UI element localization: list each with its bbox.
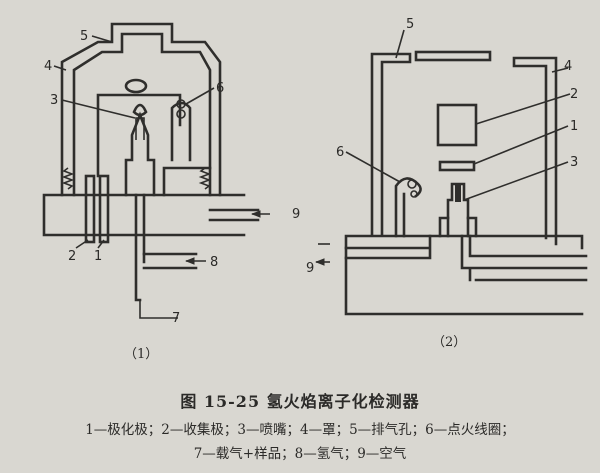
callout-5-2: 5 — [406, 17, 414, 32]
hood-1 — [60, 22, 222, 197]
callout-3-2: 3 — [570, 155, 578, 170]
lead-7 — [139, 300, 178, 319]
callout-9-2: 9 — [306, 261, 314, 276]
gas-tube-1 — [134, 193, 146, 302]
sub-label-1: （1） — [124, 347, 158, 362]
housing-1 — [162, 166, 212, 197]
gas-lines-2 — [460, 234, 588, 282]
callout-1: 1 — [94, 249, 102, 264]
callout-2-2: 2 — [570, 87, 578, 102]
hydrogen-inlet-1 — [142, 252, 198, 270]
callout-9: 9 — [292, 207, 300, 222]
sub-label-2: （2） — [432, 335, 466, 350]
callout-4-2: 4 — [564, 59, 572, 74]
leaders-2 — [345, 29, 571, 201]
base-2 — [344, 234, 584, 316]
leaders-1 — [53, 35, 215, 249]
diagram-1: 5 4 3 6 9 2 1 8 7 （1） — [42, 22, 300, 362]
air-lines-1 — [208, 208, 260, 222]
callout-7: 7 — [172, 311, 180, 326]
diagram-2: 5 4 2 1 3 6 9 （2） — [306, 17, 588, 350]
legend-line-2: 7—载气+样品；8—氢气；9—空气 — [193, 446, 407, 462]
collector-2 — [436, 103, 478, 147]
callout-2: 2 — [68, 249, 76, 264]
callout-8: 8 — [210, 255, 218, 270]
callout-4: 4 — [44, 59, 52, 74]
spring-right-1 — [198, 167, 212, 190]
spring-left-1 — [61, 167, 75, 190]
polarizer-2 — [438, 160, 476, 172]
polarizer-ring-1 — [124, 78, 148, 94]
figure-title: 图 15-25 氢火焰离子化检测器 — [180, 392, 420, 411]
ignition-coil-2 — [394, 177, 422, 238]
callout-6: 6 — [216, 81, 224, 96]
detector-diagram: 5 4 3 6 9 2 1 8 7 （1） — [42, 17, 588, 362]
collector-stem-1 — [96, 93, 182, 178]
callout-6-2: 6 — [336, 145, 344, 160]
chimney-right-2 — [512, 56, 558, 246]
electrode-rods-1 — [84, 174, 110, 244]
nozzle-1 — [124, 103, 156, 197]
air-lines-2 — [344, 234, 432, 260]
callout-5: 5 — [80, 29, 88, 44]
legend-line-1: 1—极化极；2—收集极；3—喷嘴；4—罩；5—排气孔；6—点火线圈； — [85, 422, 515, 438]
ignition-coil-1 — [170, 99, 192, 162]
callout-1-2: 1 — [570, 119, 578, 134]
exhaust-plate-2 — [414, 50, 492, 62]
callout-3: 3 — [50, 93, 58, 108]
nozzle-2 — [438, 182, 478, 238]
